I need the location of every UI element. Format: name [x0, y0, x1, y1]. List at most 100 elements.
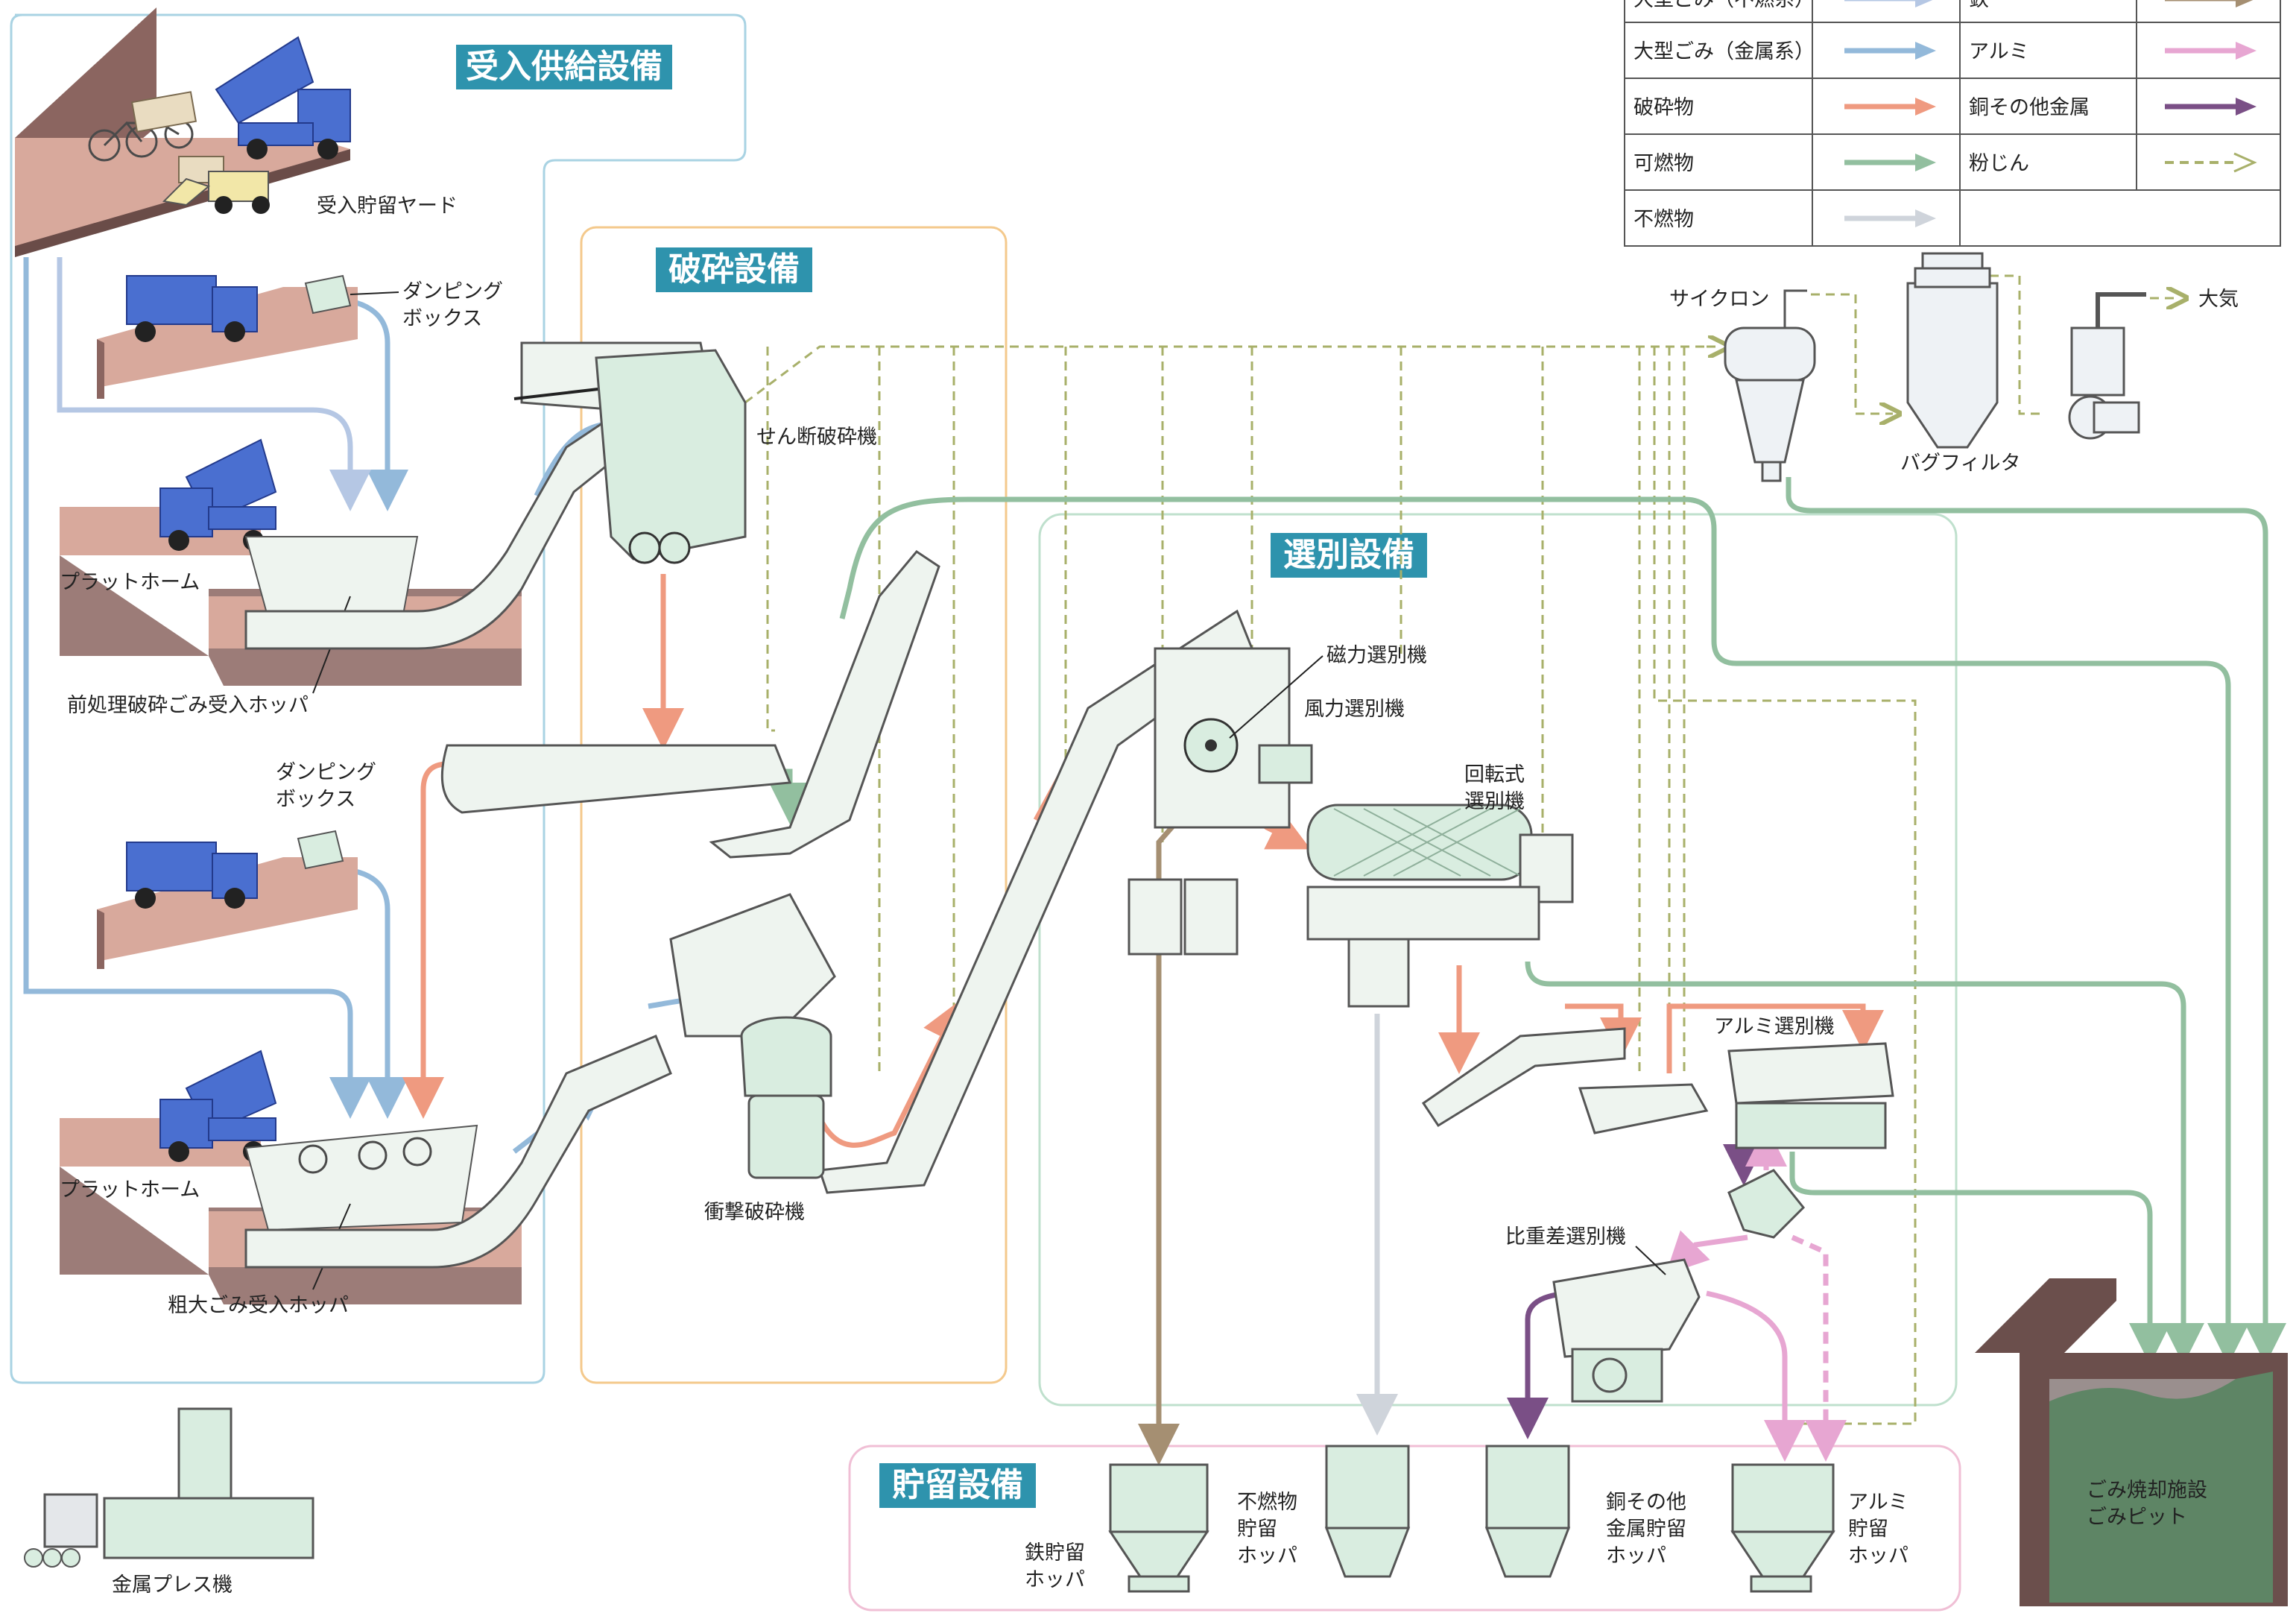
pit-label-line1: ごみ焼却施設 [2087, 1479, 2207, 1502]
magnetic-sep-label: 磁力選別機 [1326, 644, 1427, 667]
incineration-pit: ごみ焼却施設 ごみピット [1975, 1278, 2288, 1606]
storage-hopper-icon [1730, 1463, 1835, 1593]
platform-2: プラットホーム 粗大ごみ受入ホッパ [60, 1050, 522, 1317]
shear-crusher: せん断破砕機 [595, 349, 877, 564]
legend-arrowhead [1915, 98, 1936, 116]
dumping-box-1: ダンピング ボックス [97, 274, 503, 399]
legend-arrowhead [1915, 42, 1936, 60]
sorting-section-border [1038, 513, 1958, 1407]
legend-arrowhead [1915, 0, 1933, 7]
section-label-storage: 貯留設備 [892, 1466, 1023, 1504]
section-boundaries [10, 13, 1961, 1612]
alu-hopper-label-line1: アルミ [1848, 1491, 1908, 1514]
dump-truck-icon [126, 842, 258, 909]
dump-truck-icon [126, 275, 258, 342]
legend-label: 可燃物 [1634, 152, 1694, 175]
section-label-receiving: 受入供給設備 [466, 48, 662, 86]
gravity-separator: 比重差選別機 [1505, 1225, 1701, 1403]
shear-crusher-label: せん断破砕機 [756, 426, 877, 449]
aluminum-sep-label: アルミ選別機 [1714, 1015, 1835, 1038]
legend-label: 大型ごみ（不燃系） [1634, 0, 1815, 11]
storage-hopper-icon [1324, 1445, 1411, 1578]
rotary-sep-label-line1: 回転式 [1464, 763, 1525, 786]
gravity-sep-label: 比重差選別機 [1505, 1225, 1626, 1249]
bicycle-pile [298, 1137, 432, 1174]
impact-crusher: 衝撃破砕機 [704, 1016, 832, 1224]
cyclone-label: サイクロン [1669, 288, 1769, 311]
noncomb-hopper-label-line2: 貯留 [1237, 1518, 1277, 1541]
magnetic-separator: 磁力選別機 [1128, 644, 1427, 956]
dumping-box-2-label-line1: ダンピング [276, 761, 376, 784]
splitter-chute [1727, 1169, 1806, 1239]
iron-hopper-label-line1: 鉄貯留 [1025, 1541, 1085, 1565]
alu-hopper-label-line3: ホッパ [1848, 1544, 1908, 1568]
rotary-sep-label-line2: 選別機 [1464, 790, 1525, 813]
noncomb-hopper-label-line1: 不燃物 [1237, 1491, 1297, 1514]
legend-label: 大型ごみ（金属系） [1634, 40, 1815, 63]
platform-2-label: プラットホーム [60, 1178, 200, 1202]
cyclone-icon: サイクロン [1669, 288, 1816, 482]
legend-label: 鉄 [1969, 0, 1989, 11]
atmosphere-label: 大気 [2198, 288, 2239, 311]
pit-label-line2: ごみピット [2087, 1506, 2187, 1529]
dumping-box-1-label-line2: ボックス [402, 307, 482, 330]
dump-truck-icon [215, 36, 351, 160]
storage-hopper-icon [1108, 1463, 1209, 1593]
legend-label: アルミ [1969, 40, 2029, 63]
receiving-yard: 受入貯留ヤード [15, 7, 458, 257]
loader-icon [162, 171, 270, 214]
section-label-sorting: 選別設備 [1283, 536, 1414, 574]
impact-crusher-label: 衝撃破砕機 [704, 1201, 805, 1224]
metal-press-label: 金属プレス機 [112, 1574, 233, 1597]
combustible-flow [745, 477, 2286, 1365]
bag-filter-label: バグフィルタ [1900, 452, 2020, 475]
iron-hopper: 鉄貯留 ホッパ [1025, 1463, 1209, 1593]
bulky-hopper-label: 粗大ごみ受入ホッパ [168, 1294, 349, 1317]
noncombustible-hopper: 不燃物 貯留 ホッパ [1237, 1445, 1411, 1578]
conveyor-2 [440, 550, 940, 859]
aluminum-flow [1666, 1125, 1847, 1462]
legend-label: 不燃物 [1634, 208, 1694, 231]
dumping-box-2-label-line2: ボックス [276, 788, 355, 811]
legend-label: 粉じん [1969, 152, 2029, 175]
legend-arrowhead [2236, 42, 2257, 60]
legend-label: 破砕物 [1634, 96, 1694, 119]
section-labels: 受入供給設備 破砕設備 選別設備 貯留設備 [456, 45, 1427, 1508]
iron-hopper-label-line2: ホッパ [1025, 1568, 1085, 1591]
legend-arrowhead [2233, 152, 2257, 173]
crushing-section-border [580, 226, 1008, 1384]
section-label-crushing: 破砕設備 [668, 250, 800, 288]
aluminum-separator: アルミ選別機 [1714, 1015, 1894, 1149]
receiving-yard-label: 受入貯留ヤード [317, 195, 458, 218]
exhaust-fan-icon: 大気 [2068, 288, 2239, 440]
dumping-box-1-label-line1: ダンピング [402, 280, 503, 303]
platform-1: プラットホーム 前処理破砕ごみ受入ホッパ [60, 438, 522, 717]
platform-1-label: プラットホーム [60, 571, 200, 594]
copper-hopper-label-line2: 金属貯留 [1606, 1518, 1686, 1541]
alu-hopper-label-line2: 貯留 [1848, 1518, 1888, 1541]
rotary-separator: 回転式 選別機 [1306, 763, 1574, 1008]
dumping-box-2: ダンピング ボックス [97, 761, 376, 969]
legend-arrowhead [2236, 0, 2254, 7]
legend-arrowhead [1915, 209, 1936, 227]
pretreat-hopper-label: 前処理破砕ごみ受入ホッパ [67, 694, 309, 717]
legend-arrowhead [2236, 98, 2257, 116]
metal-press: 金属プレス機 [24, 1407, 314, 1597]
bag-filter-icon: バグフィルタ [1900, 252, 2020, 475]
storage-hopper-icon [1484, 1445, 1571, 1578]
dump-truck-icon [159, 438, 277, 551]
aluminum-hopper: アルミ 貯留 ホッパ [1730, 1463, 1908, 1593]
noncomb-hopper-label-line3: ホッパ [1237, 1544, 1297, 1568]
legend-label: 銅その他金属 [1969, 96, 2090, 119]
conveyor-3 [244, 893, 836, 1269]
wind-separator: 風力選別機 [1258, 698, 1405, 784]
legend-arrowhead [1915, 154, 1936, 171]
wind-sep-label: 風力選別機 [1304, 698, 1405, 721]
conveyor-5 [1421, 1027, 1709, 1134]
copper-hopper-label-line1: 銅その他 [1606, 1491, 1686, 1514]
bulky-nonmetal-flow [57, 257, 371, 511]
copper-hopper-label-line3: ホッパ [1606, 1544, 1666, 1568]
copper-hopper: 銅その他 金属貯留 ホッパ [1484, 1445, 1686, 1578]
